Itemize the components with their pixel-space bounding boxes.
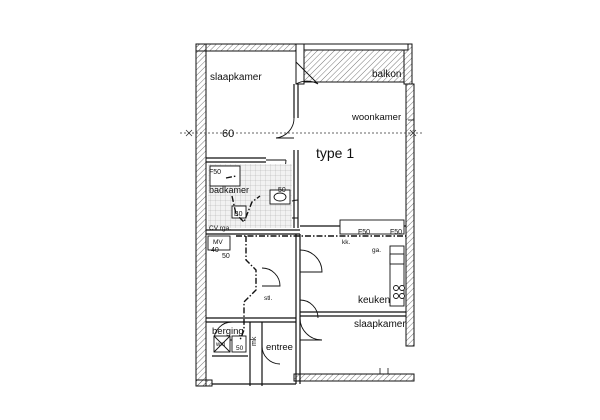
symbol-50-hall: 50 <box>222 253 230 260</box>
symbol-mv: MV <box>213 239 223 246</box>
room-label-berging: berging <box>212 326 244 337</box>
symbol-40: 40 <box>211 247 219 254</box>
symbol-b0: B0 <box>234 211 243 218</box>
symbol-50-bath: 50 <box>278 187 286 194</box>
balcony <box>295 43 409 85</box>
dimension-label: 60 <box>222 128 234 140</box>
room-label-badkamer: badkamer <box>209 185 249 195</box>
bathroom-fixtures <box>209 165 291 219</box>
symbol-50-berging: 50 <box>236 345 244 352</box>
room-label-slaapkamer-1: slaapkamer <box>210 72 262 83</box>
berging-fixtures <box>207 235 247 353</box>
room-label-keuken: keuken <box>358 295 390 306</box>
dimension-marker <box>180 129 422 137</box>
symbol-wm: wm <box>215 342 225 348</box>
symbol-mk: mk <box>251 336 258 346</box>
symbol-f50-kitchen-b: F50 <box>390 229 402 236</box>
symbol-f50-kitchen-a: F50 <box>358 229 370 236</box>
kitchen-counter <box>339 219 405 307</box>
room-label-entree: entree <box>266 342 293 353</box>
symbol-ga: ga. <box>372 247 381 254</box>
plan-type-label: type 1 <box>316 145 354 161</box>
room-label-woonkamer: woonkamer <box>351 112 401 123</box>
room-label-balkon: balkon <box>372 69 401 80</box>
pipe-lines <box>225 175 406 341</box>
symbol-kk: kk. <box>342 239 351 246</box>
room-label-slaapkamer-2: slaapkamer <box>354 319 406 330</box>
symbol-cv-rga: CV rga. <box>209 225 231 232</box>
symbol-stl: stl. <box>264 295 273 302</box>
exterior-walls <box>195 43 415 387</box>
symbol-f50-bath: F50 <box>209 169 221 176</box>
wall-ticks <box>379 119 414 374</box>
